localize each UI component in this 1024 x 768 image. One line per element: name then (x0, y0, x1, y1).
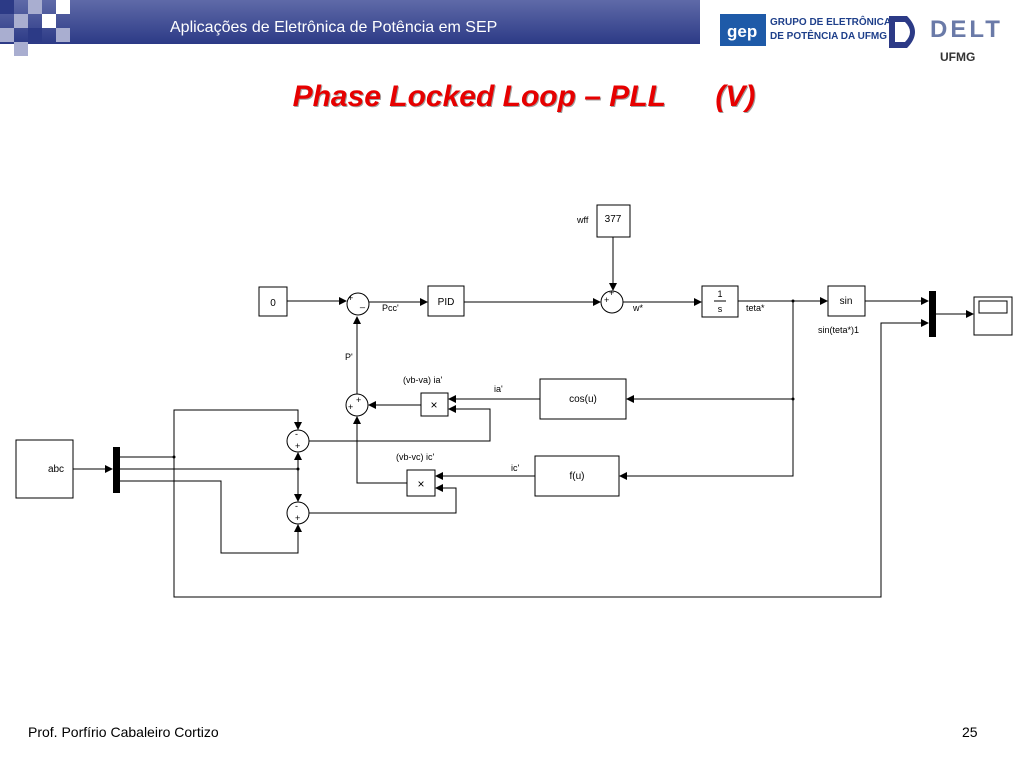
sign-plus: + (609, 288, 614, 298)
constant-zero-block (258, 286, 288, 317)
constant-377-label: 377 (605, 214, 622, 225)
label-vbva-ia: (vb-va) ia' (403, 375, 443, 385)
label-w: w* (632, 303, 643, 313)
label-p: P' (345, 352, 353, 362)
label-wff: wff (576, 215, 589, 225)
sum-error (346, 292, 370, 316)
header-title: Aplicações de Eletrônica de Potência em … (170, 19, 498, 36)
sign-plus: + (348, 402, 353, 412)
sign-minus: - (295, 429, 298, 439)
delt-logo-text: DELT (930, 16, 1003, 43)
page-number: 25 (962, 724, 978, 740)
square (0, 28, 14, 42)
label-ia: ia' (494, 384, 503, 394)
product-a-symbol: × (430, 398, 437, 412)
cos-block (539, 378, 627, 420)
square (14, 42, 28, 56)
mux-bar (929, 291, 936, 337)
sign-plus: + (295, 513, 300, 523)
cos-label: cos(u) (569, 394, 597, 405)
sign-plus: + (604, 295, 609, 305)
square (56, 28, 70, 42)
gep-logo (720, 14, 766, 46)
f-block (534, 455, 620, 497)
sign-plus: + (356, 395, 361, 405)
gep-logo-text: gep (727, 22, 758, 41)
sin-label: sin (840, 296, 853, 307)
gep-line-1: GRUPO DE ELETRÔNICA (770, 17, 892, 28)
footer-author: Prof. Porfírio Cabaleiro Cortizo (28, 724, 219, 740)
square (56, 0, 70, 14)
header-bar (0, 0, 700, 44)
sign-plus: + (295, 441, 300, 451)
label-sin-teta: sin(teta*)1 (818, 325, 859, 335)
label-ic: ic' (511, 463, 519, 473)
label-pcc: Pcc' (382, 303, 399, 313)
square (14, 14, 28, 28)
abc-block (15, 439, 74, 499)
constant-377-block (596, 204, 631, 238)
abc-label: abc (48, 464, 64, 475)
square (0, 0, 14, 14)
f-label: f(u) (570, 471, 585, 482)
delt-logo-icon (889, 16, 915, 48)
label-teta: teta* (746, 303, 765, 313)
pid-label: PID (438, 297, 455, 308)
ufmg-logo-text: UFMG (940, 50, 976, 64)
integrator-denominator: s (718, 304, 723, 314)
sin-block (827, 285, 866, 317)
product-c-symbol: × (417, 477, 424, 491)
integrator-numerator: 1 (717, 289, 722, 299)
scope-screen (978, 300, 1008, 314)
square (28, 28, 42, 42)
square (28, 0, 42, 14)
constant-zero-label: 0 (270, 298, 276, 309)
gep-line-2: DE POTÊNCIA DA UFMG (770, 31, 888, 42)
demux-bar (113, 447, 120, 493)
sign-plus: + (348, 293, 353, 303)
sign-minus: - (295, 501, 298, 511)
label-vbvc-ic: (vb-vc) ic' (396, 452, 434, 462)
slide-title: Phase Locked Loop – PLL (V) (292, 80, 756, 113)
square (42, 14, 56, 28)
product-block-c (406, 469, 436, 497)
pid-block (427, 285, 465, 317)
sign-minus: _ (359, 298, 366, 308)
